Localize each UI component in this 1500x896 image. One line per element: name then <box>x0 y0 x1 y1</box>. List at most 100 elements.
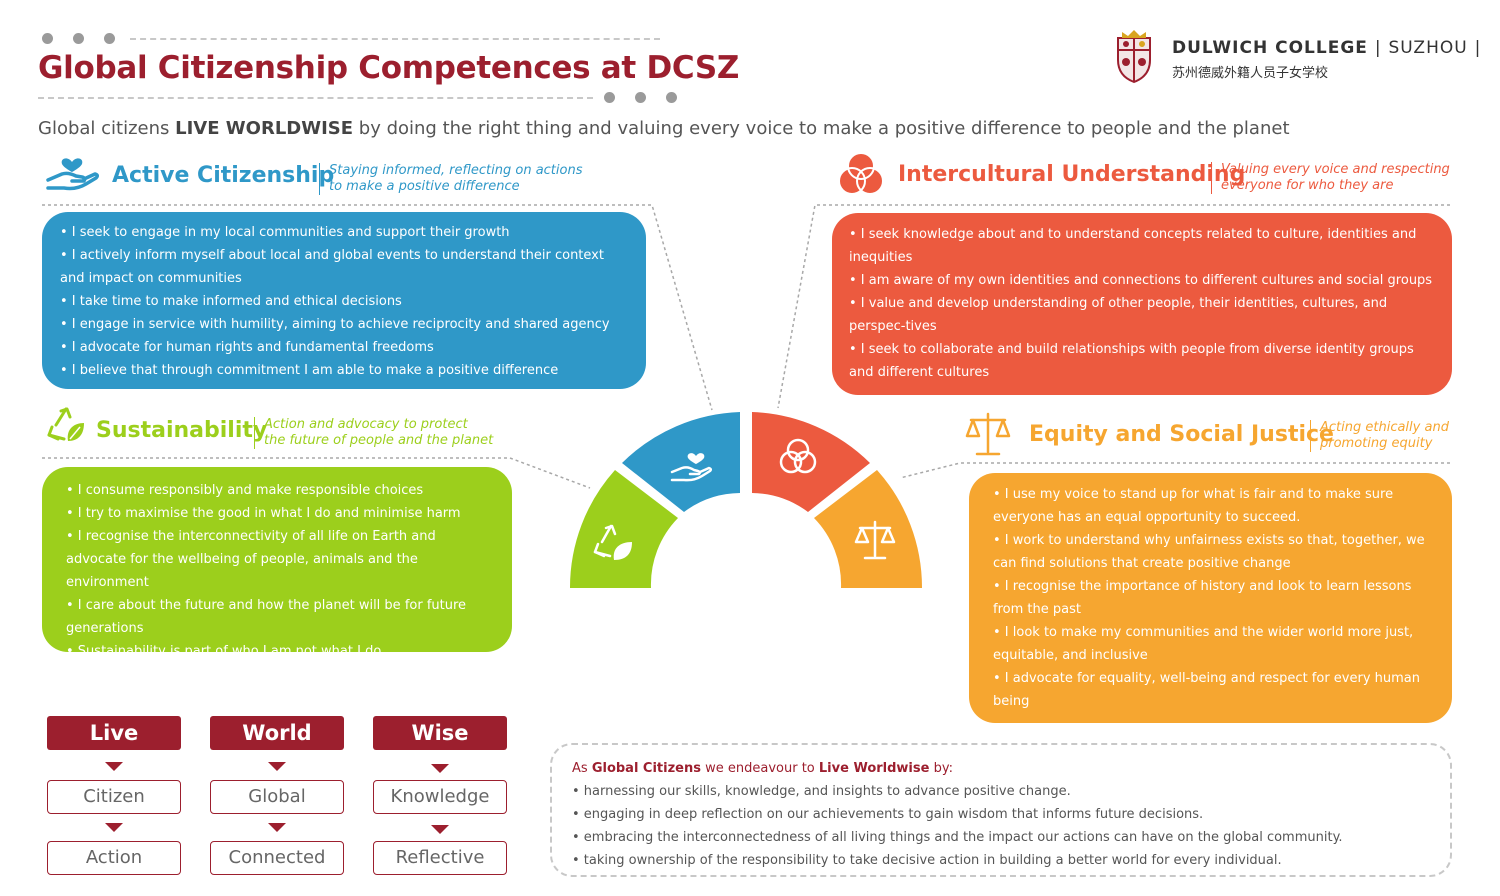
recycle-leaf-icon <box>46 405 86 445</box>
sustainability-subtitle: Action and advocacy to protect the futur… <box>254 417 493 449</box>
endeavour-item: • embracing the interconnectedness of al… <box>572 830 1343 845</box>
word-box-world: World <box>210 716 344 750</box>
endeavour-intro: As Global Citizens we endeavour to Live … <box>572 757 1430 780</box>
endeavour-intro-bold2: Live Worldwise <box>818 761 930 776</box>
equity-item: • I advocate for equality, well-being an… <box>993 671 1421 709</box>
intercultural-subtitle-line2: everyone for who they are <box>1221 178 1394 193</box>
intercultural-subtitle-line1: Valuing every voice and respecting <box>1221 162 1450 177</box>
sustainability-item: • I recognise the interconnectivity of a… <box>66 529 436 590</box>
active-item: • I engage in service with humility, aim… <box>60 317 610 332</box>
word-box-live: Live <box>47 716 181 750</box>
wheel-scales-icon <box>854 520 896 560</box>
sustainability-box: • I consume responsibly and make respons… <box>42 467 512 659</box>
wheel-heart-icon <box>687 453 705 464</box>
equity-item: • I use my voice to stand up for what is… <box>993 487 1394 525</box>
arrow-down-icon <box>105 762 123 771</box>
sustainability-title: Sustainability <box>96 418 268 443</box>
equity-box: • I use my voice to stand up for what is… <box>969 473 1452 723</box>
endeavour-intro-bold1: Global Citizens <box>591 761 701 776</box>
tagline-post: by doing the right thing and valuing eve… <box>353 118 1290 139</box>
brand-city: SUZHOU <box>1388 38 1468 58</box>
active-citizenship-box: • I seek to engage in my local communiti… <box>42 212 646 389</box>
outcome-box-knowledge: Knowledge <box>373 780 507 814</box>
intercultural-item: • I am aware of my own identities and co… <box>849 273 1433 288</box>
equity-subtitle: Acting ethically and promoting equity <box>1310 420 1449 452</box>
title-dot <box>42 33 53 44</box>
endeavour-item: • taking ownership of the responsibility… <box>572 853 1282 868</box>
endeavour-intro-post: by: <box>929 761 953 776</box>
title-dash-bottom <box>38 97 593 99</box>
title-dot <box>104 33 115 44</box>
arrow-down-icon <box>268 762 286 771</box>
wheel-segment-intercultural <box>752 412 870 512</box>
sustainability-item: • I consume responsibly and make respons… <box>66 483 424 498</box>
wheel-circles-icon <box>779 438 817 474</box>
sustainability-item: • I try to maximise the good in what I d… <box>66 506 461 521</box>
equity-title: Equity and Social Justice <box>1029 422 1334 447</box>
title-dot <box>635 92 646 103</box>
active-item: • I believe that through commitment I am… <box>60 363 559 378</box>
active-subtitle-line1: Staying informed, reflecting on actions <box>329 163 583 178</box>
arrow-down-icon <box>268 823 286 832</box>
connector-equity <box>899 462 1450 479</box>
intercultural-item: • I value and develop understanding of o… <box>849 296 1388 334</box>
endeavour-box: As Global Citizens we endeavour to Live … <box>550 743 1452 877</box>
crest-icon <box>1112 28 1156 84</box>
brand-college: DULWICH COLLEGE <box>1172 38 1368 58</box>
tagline: Global citizens LIVE WORLDWISE by doing … <box>38 118 1290 139</box>
outcome-box-citizen: Citizen <box>47 780 181 814</box>
wheel-segment-active <box>622 412 740 512</box>
wheel-leaf-icon <box>613 542 632 560</box>
active-item: • I actively inform myself about local a… <box>60 248 604 286</box>
tagline-pre: Global citizens <box>38 118 176 139</box>
equity-item: • I recognise the importance of history … <box>993 579 1412 617</box>
connector-active <box>42 204 713 411</box>
scales-icon <box>965 410 1011 458</box>
equity-subtitle-line2: promoting equity <box>1320 436 1433 451</box>
title-dot <box>666 92 677 103</box>
intercultural-subtitle: Valuing every voice and respecting every… <box>1211 162 1450 194</box>
sustainability-item: • Sustainability is part of who I am not… <box>66 644 382 659</box>
equity-subtitle-line1: Acting ethically and <box>1320 420 1449 435</box>
wheel-recycle-icon <box>593 524 617 558</box>
outcome-box-reflective: Reflective <box>373 841 507 875</box>
connector-sustainability <box>42 457 591 489</box>
overlapping-circles-icon <box>836 150 886 198</box>
arrow-down-icon <box>431 764 449 773</box>
word-box-wise: Wise <box>373 716 507 750</box>
active-citizenship-title: Active Citizenship <box>112 163 335 188</box>
page-title: Global Citizenship Competences at DCSZ <box>38 50 740 86</box>
sustainability-item: • I care about the future and how the pl… <box>66 598 467 636</box>
sustainability-subtitle-line1: Action and advocacy to protect <box>264 417 468 432</box>
arrow-down-icon <box>105 823 123 832</box>
brand-name: DULWICH COLLEGE | SUZHOU | <box>1172 38 1482 58</box>
title-dash-top <box>130 38 660 40</box>
competence-wheel <box>569 412 923 588</box>
active-item: • I advocate for human rights and fundam… <box>60 340 434 355</box>
outcome-box-connected: Connected <box>210 841 344 875</box>
wheel-segment-sustainability <box>569 470 678 588</box>
brand-chinese-name: 苏州德威外籍人员子女学校 <box>1172 66 1329 81</box>
outcome-box-global: Global <box>210 780 344 814</box>
hand-heart-icon <box>46 148 100 194</box>
intercultural-item: • I seek to collaborate and build relati… <box>849 342 1414 380</box>
equity-item: • I work to understand why unfairness ex… <box>993 533 1425 571</box>
intercultural-box: • I seek knowledge about and to understa… <box>832 213 1452 395</box>
endeavour-intro-pre: As <box>572 761 592 776</box>
endeavour-item: • engaging in deep reflection on our ach… <box>572 807 1204 822</box>
active-citizenship-subtitle: Staying informed, reflecting on actions … <box>319 163 582 195</box>
arrow-down-icon <box>431 825 449 834</box>
title-dot <box>73 33 84 44</box>
sustainability-subtitle-line2: the future of people and the planet <box>264 433 494 448</box>
outcome-box-action: Action <box>47 841 181 875</box>
tagline-bold: LIVE WORLDWISE <box>175 118 354 139</box>
active-item: • I take time to make informed and ethic… <box>60 294 402 309</box>
intercultural-title: Intercultural Understanding <box>898 162 1246 187</box>
connector-intercultural <box>777 204 1450 409</box>
equity-item: • I look to make my communities and the … <box>993 625 1414 663</box>
title-dot <box>604 92 615 103</box>
active-subtitle-line2: to make a positive difference <box>329 179 520 194</box>
endeavour-intro-mid: we endeavour to <box>700 761 819 776</box>
wheel-hand-heart-icon <box>670 466 713 482</box>
